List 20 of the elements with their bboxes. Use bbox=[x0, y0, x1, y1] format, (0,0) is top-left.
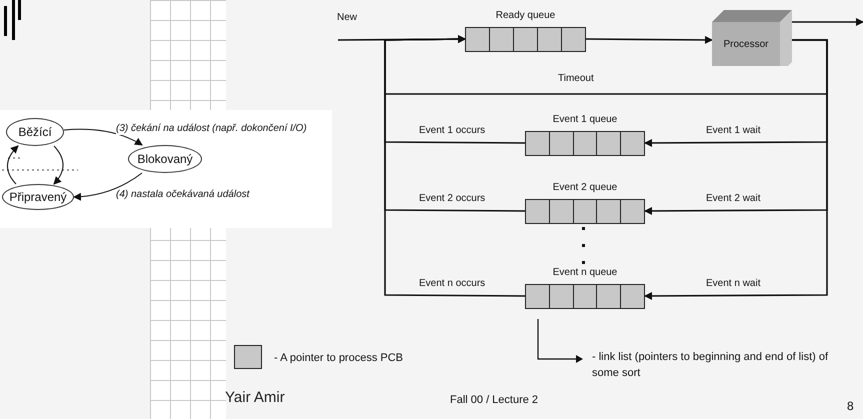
processor-label: Processor bbox=[723, 38, 768, 52]
flow-arrow bbox=[792, 18, 863, 26]
transition-arrow bbox=[64, 128, 143, 146]
transition-arrow bbox=[53, 146, 64, 185]
page-number: 8 bbox=[847, 398, 854, 415]
queue-label: Ready queue bbox=[496, 9, 556, 23]
flow-arrow bbox=[586, 36, 713, 44]
legend-text: - link list (pointers to beginning and end of list) of some sort bbox=[592, 350, 830, 381]
flow-arrow bbox=[644, 39, 828, 300]
queue-label: Event 1 queue bbox=[552, 113, 618, 127]
transition-arrow bbox=[73, 172, 142, 201]
queue-label: Event 2 queue bbox=[552, 181, 618, 195]
flow-arrow bbox=[384, 35, 525, 297]
edge-label: (3) čekání na událost (např. dokončení I/O) bbox=[116, 123, 307, 135]
legend-text: - A pointer to process PCB bbox=[274, 351, 404, 366]
edge-label: (4) nastala očekávaná událost bbox=[116, 189, 250, 201]
lecture-label: Fall 00 / Lecture 2 bbox=[450, 393, 538, 408]
transition-arrow bbox=[7, 145, 19, 184]
author-name: Yair Amir bbox=[225, 388, 285, 408]
queue-label: Event n queue bbox=[552, 266, 618, 280]
